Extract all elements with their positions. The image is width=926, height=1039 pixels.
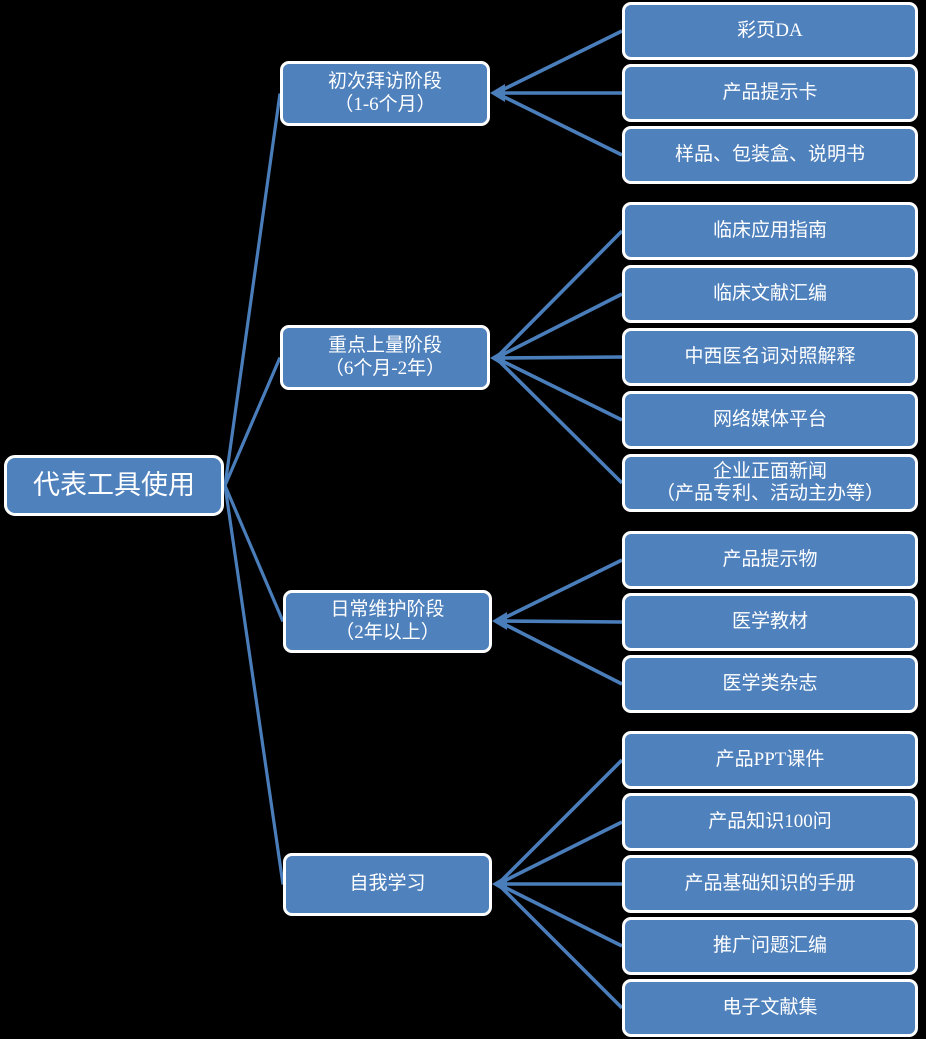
stage-node-3[interactable]: 自我学习 (283, 853, 492, 916)
leaf-node-3-3[interactable]: 推广问题汇编 (622, 917, 918, 975)
stage-node-0-label: 初次拜访阶段 （1-6个月） (327, 71, 442, 115)
leaf-node-0-2-label: 样品、包装盒、说明书 (674, 143, 865, 165)
leaf-node-1-3[interactable]: 网络媒体平台 (622, 391, 918, 449)
root-node[interactable]: 代表工具使用 (4, 455, 224, 516)
connector-stage-self-study-to-item-0 (496, 758, 624, 886)
leaf-node-3-4-label: 电子文献集 (722, 996, 818, 1018)
stage-node-1[interactable]: 重点上量阶段 （6个月-2年） (280, 325, 490, 390)
connector-stage-self-study-to-item-4 (496, 882, 624, 1010)
leaf-node-2-0[interactable]: 产品提示物 (622, 531, 918, 589)
leaf-node-1-0-label: 临床应用指南 (712, 219, 827, 241)
stage-node-2-label: 日常维护阶段 （2年以上） (330, 599, 445, 643)
connector-stage-key-volume-to-item-4 (494, 356, 624, 485)
leaf-node-2-0-label: 产品提示物 (722, 548, 818, 570)
leaf-node-3-0[interactable]: 产品PPT课件 (622, 731, 918, 789)
leaf-node-3-2[interactable]: 产品基础知识的手册 (622, 855, 918, 913)
connector-stage-key-volume-to-item-2 (495, 355, 623, 360)
leaf-node-3-1[interactable]: 产品知识100问 (622, 793, 918, 851)
connector-root-to-stage-daily-maintenance (223, 484, 285, 623)
leaf-node-2-1-label: 医学教材 (731, 610, 808, 632)
arrowhead-stage-self-study (492, 875, 507, 893)
connector-stage-daily-maintenance-to-item-0 (497, 558, 623, 623)
leaf-node-3-3-label: 推广问题汇编 (712, 934, 827, 956)
connector-stage-key-volume-to-item-1 (495, 292, 623, 360)
leaf-node-2-2-label: 医学类杂志 (722, 672, 818, 694)
leaf-node-3-0-label: 产品PPT课件 (715, 748, 825, 770)
connector-stage-key-volume-to-item-0 (494, 229, 624, 360)
leaf-node-3-4[interactable]: 电子文献集 (622, 979, 918, 1037)
leaf-node-3-2-label: 产品基础知识的手册 (684, 872, 856, 894)
leaf-node-1-3-label: 网络媒体平台 (712, 408, 827, 430)
stage-node-3-label: 自我学习 (349, 873, 426, 895)
stage-node-1-label: 重点上量阶段 （6个月-2年） (324, 335, 446, 379)
leaf-node-1-2[interactable]: 中西医名词对照解释 (622, 328, 918, 386)
connector-root-to-stage-self-study (223, 485, 285, 885)
connector-stage-daily-maintenance-to-item-2 (497, 619, 623, 686)
leaf-node-0-0[interactable]: 彩页DA (622, 2, 918, 60)
leaf-node-1-2-label: 中西医名词对照解释 (684, 345, 856, 367)
leaf-node-1-1[interactable]: 临床文献汇编 (622, 265, 918, 323)
connector-stage-first-visit-to-item-0 (495, 29, 623, 95)
stage-node-2[interactable]: 日常维护阶段 （2年以上） (283, 590, 492, 653)
leaf-node-0-1-label: 产品提示卡 (722, 81, 818, 103)
leaf-node-1-1-label: 临床文献汇编 (712, 282, 827, 304)
connector-stage-self-study-to-item-3 (497, 882, 623, 948)
connector-root-to-stage-key-volume (223, 356, 282, 487)
leaf-node-0-1[interactable]: 产品提示卡 (622, 64, 918, 122)
connector-stage-first-visit-to-item-2 (495, 91, 623, 157)
connector-stage-key-volume-to-item-3 (495, 356, 623, 422)
arrowhead-stage-key-volume (490, 349, 505, 367)
leaf-node-0-0-label: 彩页DA (737, 19, 803, 41)
leaf-node-1-4-label: 企业正面新闻 （产品专利、活动主办等） (655, 460, 884, 504)
leaf-node-1-4[interactable]: 企业正面新闻 （产品专利、活动主办等） (622, 454, 918, 512)
leaf-node-3-1-label: 产品知识100问 (708, 810, 832, 832)
leaf-node-0-2[interactable]: 样品、包装盒、说明书 (622, 126, 918, 184)
connector-stage-daily-maintenance-to-item-1 (497, 619, 623, 624)
connector-root-to-stage-first-visit (223, 93, 282, 486)
connector-stage-self-study-to-item-1 (497, 820, 623, 886)
arrowhead-stage-daily-maintenance (492, 612, 507, 630)
leaf-node-1-0[interactable]: 临床应用指南 (622, 202, 918, 260)
leaf-node-2-2[interactable]: 医学类杂志 (622, 655, 918, 713)
stage-node-0[interactable]: 初次拜访阶段 （1-6个月） (280, 61, 490, 126)
leaf-node-2-1[interactable]: 医学教材 (622, 593, 918, 651)
arrowhead-stage-first-visit (490, 84, 505, 102)
root-node-label: 代表工具使用 (33, 469, 195, 500)
